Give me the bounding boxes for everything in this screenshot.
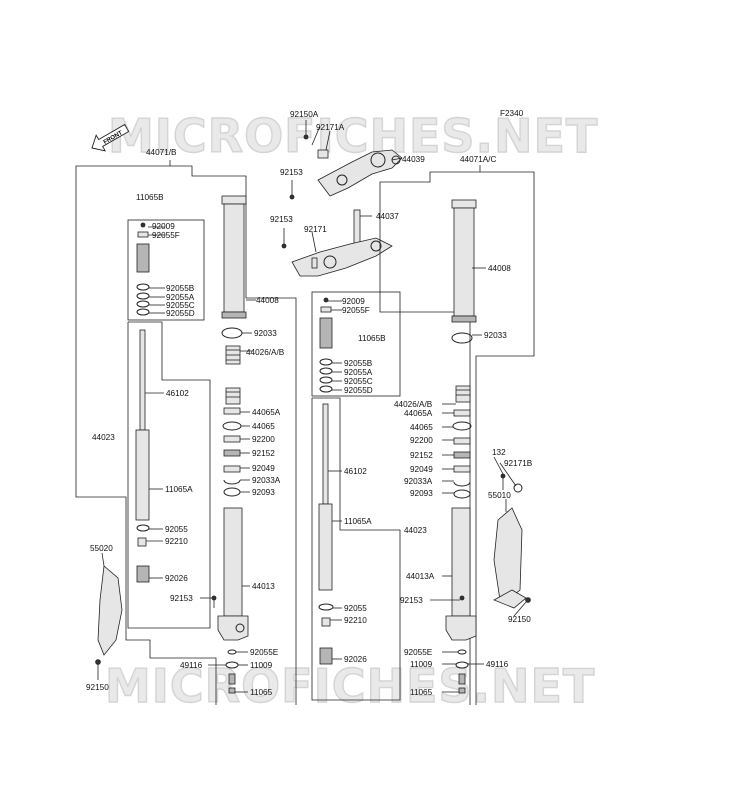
left-inner-tube — [217, 507, 249, 641]
label-92055B-right: 92055B — [344, 359, 373, 368]
label-11065B-left: 11065B — [136, 193, 164, 202]
label-92171A: 92171A — [316, 123, 345, 132]
label-92055-left: 92055 — [165, 525, 188, 534]
right-seal-stack — [452, 409, 472, 499]
label-92033A-left: 92033A — [252, 476, 281, 485]
label-92049-right: 92049 — [410, 465, 433, 474]
right-inner-tube — [445, 507, 477, 641]
label-49116-left: 49116 — [180, 661, 203, 670]
label-92150-right: 92150 — [508, 615, 531, 624]
label-92153-mid: 92153 — [270, 215, 293, 224]
label-132: 132 — [492, 448, 506, 457]
label-92055C-right: 92055C — [344, 377, 373, 386]
label-11009-right: 11009 — [410, 660, 433, 669]
label-92055B-left: 92055B — [166, 284, 195, 293]
label-92026-right: 92026 — [344, 655, 367, 664]
label-92152-right: 92152 — [410, 451, 433, 460]
label-44008-left: 44008 — [256, 296, 279, 305]
label-92009-right: 92009 — [342, 297, 365, 306]
label-92171: 92171 — [304, 225, 327, 234]
label-92150-left: 92150 — [86, 683, 109, 692]
label-92033-right: 92033 — [484, 331, 507, 340]
label-92055D-right: 92055D — [344, 386, 373, 395]
label-92033-left: 92033 — [254, 329, 277, 338]
label-92153-left: 92153 — [170, 594, 193, 603]
label-44065-right: 44065 — [410, 423, 433, 432]
leader-lines — [97, 125, 527, 693]
label-44026AB-left: 44026/A/B — [246, 348, 285, 357]
label-92153-top: 92153 — [280, 168, 303, 177]
label-92152-left: 92152 — [252, 449, 275, 458]
label-92171B: 92171B — [504, 459, 533, 468]
label-44065A-right: 44065A — [404, 409, 433, 418]
label-44039: 44039 — [402, 155, 425, 164]
diagram-code: F2340 — [500, 109, 524, 118]
label-49116-right: 49116 — [486, 660, 509, 669]
label-44065-left: 44065 — [252, 422, 275, 431]
label-44008-right: 44008 — [488, 264, 511, 273]
label-44023-left: 44023 — [92, 433, 115, 442]
left-spring — [225, 345, 241, 405]
label-92093-right: 92093 — [410, 489, 433, 498]
label-44013: 44013 — [252, 582, 275, 591]
label-92150A: 92150A — [290, 110, 319, 119]
label-92093-left: 92093 — [252, 488, 275, 497]
label-11065A-left: 11065A — [165, 485, 193, 494]
part-labels: 92150A 92171A 44039 92153 44037 92153 92… — [86, 110, 533, 697]
label-92055A-left: 92055A — [166, 293, 195, 302]
right-cartridge — [318, 297, 334, 665]
label-92055D-left: 92055D — [166, 309, 195, 318]
label-44071AC: 44071A/C — [460, 155, 497, 164]
left-fork-guard — [97, 565, 123, 656]
label-92055C-left: 92055C — [166, 301, 195, 310]
label-11065-right: 11065 — [410, 688, 433, 697]
left-cartridge — [135, 222, 150, 583]
label-92200-right: 92200 — [410, 436, 433, 445]
label-92026-left: 92026 — [165, 574, 188, 583]
label-92055F-right: 92055F — [342, 306, 370, 315]
left-seal-stack — [222, 407, 242, 497]
label-44023-right: 44023 — [404, 526, 427, 535]
upper-triple-clamp — [317, 149, 403, 197]
label-46102-right: 46102 — [344, 467, 367, 476]
label-44065A-left: 44065A — [252, 408, 281, 417]
label-11065A-right: 11065A — [344, 517, 372, 526]
right-outer-tube — [451, 199, 477, 323]
label-44013A: 44013A — [406, 572, 435, 581]
label-92210-left: 92210 — [165, 537, 188, 546]
label-44037: 44037 — [376, 212, 399, 221]
label-44026AB-right: 44026/A/B — [394, 400, 433, 409]
label-92055-right: 92055 — [344, 604, 367, 613]
right-fork-guard — [493, 507, 527, 609]
watermark-bottom: MICROFICHES.NET — [105, 659, 595, 713]
label-92055F-left: 92055F — [152, 231, 180, 240]
label-11065-left: 11065 — [250, 688, 273, 697]
label-92200-left: 92200 — [252, 435, 275, 444]
label-92055E-right: 92055E — [404, 648, 433, 657]
right-spring — [455, 385, 471, 403]
label-92033A-right: 92033A — [404, 477, 433, 486]
label-92009-left: 92009 — [152, 222, 175, 231]
label-11009-left: 11009 — [250, 661, 273, 670]
label-46102-left: 46102 — [166, 389, 189, 398]
label-92210-right: 92210 — [344, 616, 367, 625]
left-outer-tube — [221, 195, 247, 319]
label-92055A-right: 92055A — [344, 368, 373, 377]
label-92153-right: 92153 — [400, 596, 423, 605]
label-92055E-left: 92055E — [250, 648, 279, 657]
label-11065B-right: 11065B — [358, 334, 386, 343]
watermark-top: MICROFICHES.NET — [108, 109, 598, 163]
label-44071B: 44071/B — [146, 148, 177, 157]
label-55010: 55010 — [488, 491, 511, 500]
label-92049-left: 92049 — [252, 464, 275, 473]
label-55020: 55020 — [90, 544, 113, 553]
